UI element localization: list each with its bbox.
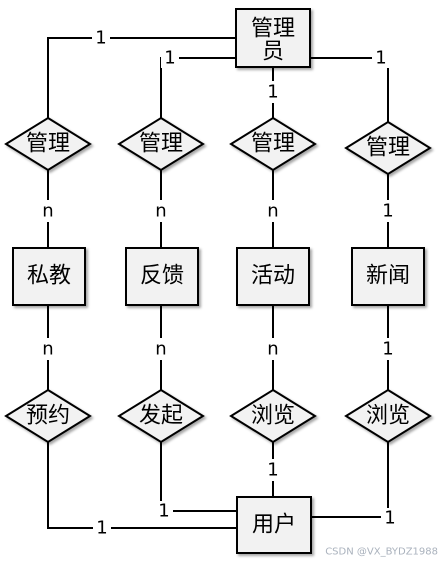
entity-activity: 活动 xyxy=(236,247,310,306)
relationship-initiate-label: 发起 xyxy=(139,404,183,429)
entity-admin-label-line1: 管理 xyxy=(251,17,295,42)
entity-admin: 管理 员 xyxy=(235,8,311,68)
relationship-browse-news: 浏览 xyxy=(344,388,432,444)
relationship-manage-coach: 管理 xyxy=(4,116,92,172)
relationship-manage-news-label: 管理 xyxy=(366,136,410,161)
relationship-manage-feedback: 管理 xyxy=(117,116,205,172)
entity-news-label: 新闻 xyxy=(366,264,410,289)
connector-lines xyxy=(47,37,389,529)
relationship-manage-coach-label: 管理 xyxy=(26,132,70,157)
card-feedback-manage: n xyxy=(155,201,166,222)
card-admin-coach: 1 xyxy=(95,28,106,49)
relationship-manage-feedback-label: 管理 xyxy=(139,132,183,157)
watermark: CSDN @VX_BYDZ1988 xyxy=(325,547,438,558)
card-coach-manage: n xyxy=(42,201,53,222)
relationship-manage-activity: 管理 xyxy=(229,116,317,172)
card-user-browse-activity: 1 xyxy=(267,460,278,481)
entity-news: 新闻 xyxy=(351,247,425,306)
relationship-book: 预约 xyxy=(4,388,92,444)
line-admin-coach xyxy=(47,37,236,118)
relationship-browse-activity: 浏览 xyxy=(229,388,317,444)
line-initiate-user xyxy=(160,442,237,512)
card-user-book: 1 xyxy=(96,518,107,539)
entity-feedback-label: 反馈 xyxy=(140,264,184,289)
cardinalities: 1 n 1 n 1 n 1 1 n 1 n 1 n 1 1 1 xyxy=(38,28,399,539)
line-book-user xyxy=(47,442,237,529)
card-admin-news: 1 xyxy=(375,48,386,69)
entity-coach-label: 私教 xyxy=(27,264,71,289)
entity-user-label: 用户 xyxy=(252,513,296,538)
card-user-initiate: 1 xyxy=(158,501,169,522)
entity-coach: 私教 xyxy=(12,247,86,306)
card-activity-manage: n xyxy=(267,201,278,222)
card-user-browse-news: 1 xyxy=(384,508,395,529)
entity-admin-label-line2: 员 xyxy=(262,40,284,65)
card-admin-activity: 1 xyxy=(267,82,278,103)
relationship-book-label: 预约 xyxy=(26,404,70,429)
card-feedback-initiate: n xyxy=(155,339,166,360)
card-admin-feedback: 1 xyxy=(164,48,175,69)
card-coach-book: n xyxy=(42,339,53,360)
relationships: 管理 管理 管理 管理 预约 发起 浏览 浏览 xyxy=(4,116,432,444)
relationship-browse-activity-label: 浏览 xyxy=(251,404,295,429)
relationship-initiate: 发起 xyxy=(117,388,205,444)
line-browse-news-user xyxy=(311,442,389,518)
entity-feedback: 反馈 xyxy=(125,247,199,306)
relationship-manage-news: 管理 xyxy=(344,120,432,176)
card-news-manage: 1 xyxy=(382,201,393,222)
entities: 管理 员 私教 反馈 活动 新闻 用户 xyxy=(12,8,425,554)
card-activity-browse: n xyxy=(267,339,278,360)
card-news-browse: 1 xyxy=(382,339,393,360)
entity-activity-label: 活动 xyxy=(251,264,295,289)
entity-user: 用户 xyxy=(236,496,312,554)
relationship-browse-news-label: 浏览 xyxy=(366,404,410,429)
relationship-manage-activity-label: 管理 xyxy=(251,132,295,157)
